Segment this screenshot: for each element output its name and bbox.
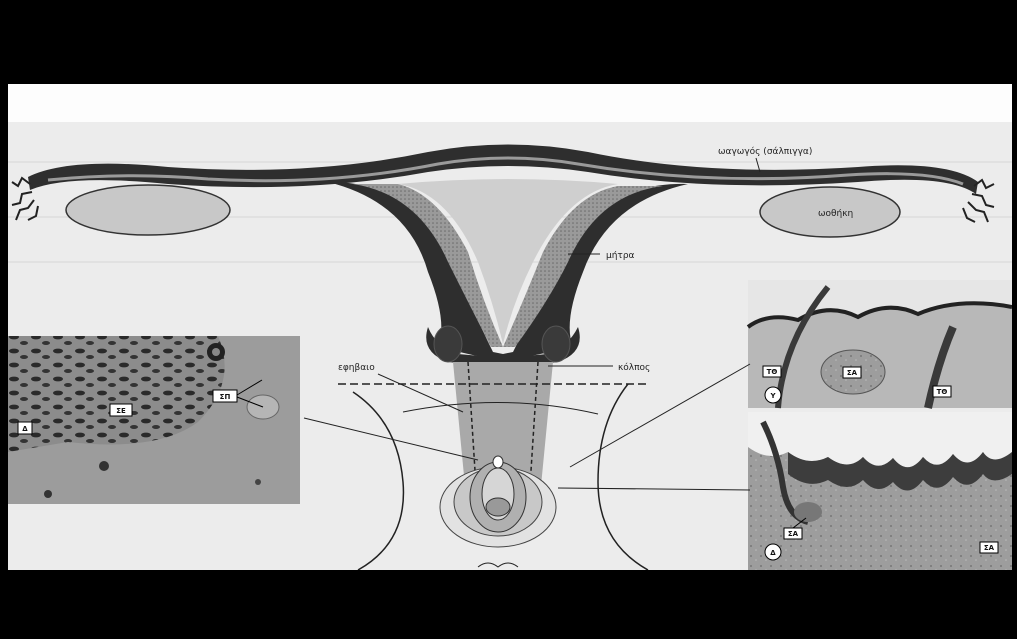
tag-sa-1: ΣΑ: [788, 530, 799, 538]
tag-d-right: Δ: [770, 549, 776, 557]
letterbox-top: [0, 0, 1017, 84]
label-vagina: κόλπος: [618, 362, 650, 373]
vulva-outline: [353, 392, 403, 570]
letterbox-bottom: [0, 570, 1017, 639]
tag-y: Υ: [769, 392, 776, 400]
tag-sa-2: ΣΑ: [984, 544, 995, 552]
anatomy-figure: ΣΕ ΣΠ Δ ΤΘ ΣΑ ΤΘ Υ ΣΑ ΣΑ Δ: [8, 122, 1012, 570]
micrograph-right-top: ΤΘ ΣΑ ΤΘ Υ: [748, 280, 1012, 408]
tag-tth-1: ΤΘ: [767, 368, 778, 376]
micrograph-right-bottom: ΣΑ ΣΑ Δ: [748, 412, 1012, 570]
tag-tth-2: ΤΘ: [937, 388, 948, 396]
tag-sp: ΣΠ: [220, 393, 231, 401]
label-fallopian-tube: ωαγωγός (σάλπιγγα): [718, 146, 812, 157]
tag-se: ΣΕ: [116, 407, 126, 415]
reproductive-tract-diagram: ΣΕ ΣΠ Δ ΤΘ ΣΑ ΤΘ Υ ΣΑ ΣΑ Δ: [8, 122, 1012, 570]
tag-sa-top: ΣΑ: [847, 369, 858, 377]
label-uterus: μήτρα: [606, 251, 635, 261]
header-gap: [8, 84, 1012, 122]
tag-d: Δ: [22, 425, 28, 433]
micrograph-left: ΣΕ ΣΠ Δ: [8, 336, 300, 504]
ovary-left: [66, 185, 230, 235]
label-vulva: εφηβαιο: [338, 363, 375, 373]
label-ovary: ωοθήκη: [818, 209, 853, 219]
